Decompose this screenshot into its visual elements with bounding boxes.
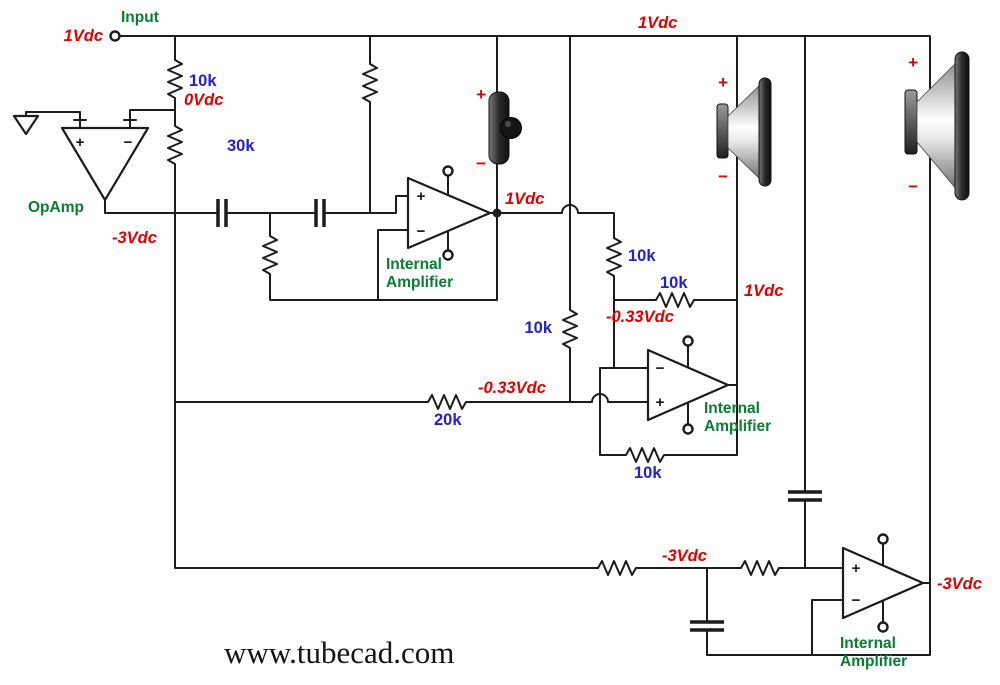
speaker1-dome-highlight	[505, 121, 511, 127]
amp1-power-pin-bottom	[442, 249, 454, 261]
resistors	[167, 55, 784, 576]
amp1-output-junction	[492, 208, 502, 218]
opamp-plus-input: +	[76, 134, 85, 151]
speaker3-rim	[954, 51, 970, 201]
rail-voltage-label: 1Vdc	[638, 14, 677, 32]
speaker2-rim	[758, 77, 772, 187]
capacitor-plates	[216, 199, 822, 632]
input-section: 1Vdc Input 1Vdc	[64, 9, 678, 45]
speaker2-plus-label: +	[718, 73, 728, 92]
amp1-power-pin-top	[442, 165, 454, 177]
amp1-triangle	[406, 176, 492, 250]
opamp-minus-input: −	[124, 134, 133, 151]
amp3-power-pin-bottom	[877, 621, 889, 633]
speaker2-minus-label: −	[718, 167, 728, 186]
speaker1-plus-label: +	[476, 85, 486, 104]
opamp-output-voltage-label: -3Vdc	[112, 229, 157, 247]
input-terminal	[109, 30, 121, 42]
speaker1-minus-label: −	[476, 154, 486, 173]
speaker3-plus-label: +	[908, 53, 918, 72]
speaker-3: + −	[904, 51, 970, 201]
resistor-10k-feedback-label: 10k	[634, 464, 662, 482]
speaker3-minus-label: −	[908, 177, 918, 196]
resistor-10k-input-label: 10k	[189, 72, 217, 90]
speaker2-node-voltage-label: 1Vdc	[744, 282, 783, 300]
amp2-plus-input: +	[656, 394, 665, 411]
plus-node-voltage-label: -0.33Vdc	[478, 379, 546, 397]
amp3-label-line1: Internal	[840, 635, 896, 652]
amp3-triangle	[841, 546, 925, 620]
resistor-20k-label: 20k	[434, 411, 462, 429]
resistor-30k-feedback-label: 30k	[227, 137, 255, 155]
amp1-minus-input: −	[417, 223, 426, 240]
speaker1-dome	[500, 117, 522, 139]
amp1-output-voltage-label: 1Vdc	[505, 190, 544, 208]
resistor-10k-out-label: 10k	[660, 274, 688, 292]
input-voltage-label: 1Vdc	[64, 27, 103, 45]
amp1-label-line2: Amplifier	[386, 274, 453, 291]
amp3-power-pin-top	[877, 533, 889, 545]
speaker-1: + −	[476, 85, 522, 173]
resistor-10k-rail-label: 10k	[524, 319, 552, 337]
speaker3-magnet	[904, 89, 918, 155]
amp1-label-line1: Internal	[386, 256, 442, 273]
speaker3-cone	[916, 61, 958, 192]
amp3-output-voltage-label: -3Vdc	[937, 575, 982, 593]
amp3-label-line2: Amplifier	[840, 653, 907, 670]
amp2-label-line1: Internal	[704, 400, 760, 417]
site-watermark: www.tubecad.com	[224, 635, 454, 670]
amp2-label-line2: Amplifier	[704, 418, 771, 435]
ground-icon	[12, 114, 40, 136]
midband-network: 10k -0.33Vdc 10k 1Vdc 10k 20k -0.33Vdc 1…	[434, 247, 783, 482]
bottom-node-voltage-label: -3Vdc	[662, 547, 707, 565]
node-0vdc-label: 0Vdc	[184, 91, 223, 109]
amp3-plus-input: +	[852, 560, 861, 577]
amp1-plus-input: +	[417, 188, 426, 205]
amp2-minus-input: −	[656, 360, 665, 377]
speaker-2: + −	[716, 73, 772, 187]
amp2-power-pin-top	[682, 335, 694, 347]
internal-amplifier-1: + − Internal Amplifier 1Vdc	[386, 165, 544, 291]
opamp-stage: + − OpAmp 10k 0Vdc 30k -3Vdc	[12, 72, 255, 247]
lowpass-network: -3Vdc + − Internal Amplifier -3Vdc	[662, 533, 982, 670]
amp3-minus-input: −	[852, 592, 861, 609]
amp2-power-pin-bottom	[682, 423, 694, 435]
wires	[25, 35, 931, 656]
amp2-triangle	[646, 348, 730, 422]
opamp-label: OpAmp	[28, 199, 84, 216]
speaker2-magnet	[716, 103, 729, 159]
minus-node-voltage-label: -0.33Vdc	[606, 308, 674, 326]
input-label: Input	[121, 9, 159, 26]
circuit-wiring	[25, 35, 931, 656]
opamp-triangle	[60, 126, 150, 202]
speaker2-cone	[727, 83, 762, 181]
resistor-10k-top-label: 10k	[628, 247, 656, 265]
